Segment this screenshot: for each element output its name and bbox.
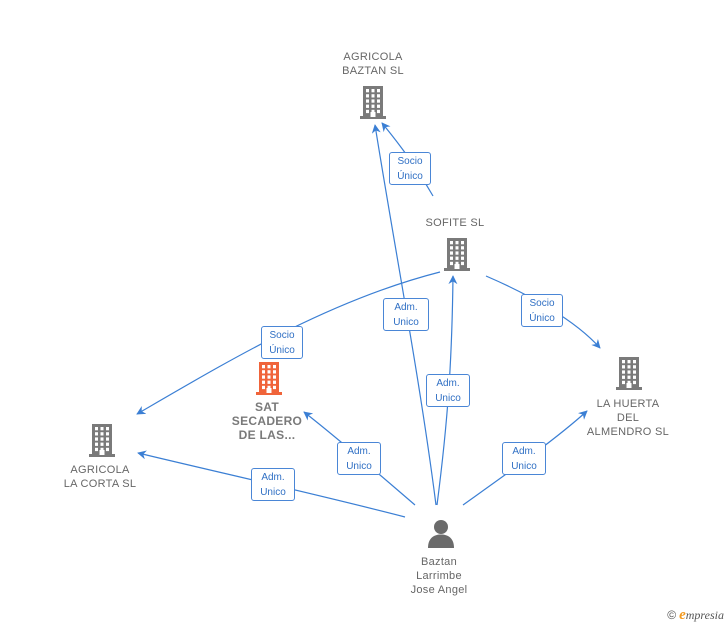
brand-watermark: ©empresia [667, 607, 724, 624]
edge-label[interactable]: Adm. Unico [426, 374, 470, 407]
edge-label[interactable]: Socio Único [521, 294, 563, 327]
edge-label[interactable]: Adm. Unico [251, 468, 295, 501]
node-sat-secadero-icon-wrap[interactable] [254, 361, 284, 400]
building-icon [444, 238, 470, 271]
brand-logo-initial: e [679, 607, 686, 623]
person-icon [428, 520, 454, 548]
copyright-symbol: © [667, 608, 677, 622]
edge-label[interactable]: Adm. Unico [383, 298, 429, 331]
node-label[interactable]: LA HUERTA DEL ALMENDRO SL [586, 398, 670, 438]
node-la-huerta-icon-wrap[interactable] [614, 356, 644, 395]
node-label[interactable]: SAT SECADERO DE LAS... [231, 400, 303, 442]
edge-label[interactable]: Socio Único [261, 326, 303, 359]
building-icon [360, 86, 386, 119]
building-icon [616, 357, 642, 390]
edge-label[interactable]: Socio Único [389, 152, 431, 185]
node-label[interactable]: Baztan Larrimbe Jose Angel [410, 556, 468, 596]
node-label[interactable]: AGRICOLA BAZTAN SL [342, 51, 404, 77]
edge-label[interactable]: Adm. Unico [502, 442, 546, 475]
building-icon [89, 424, 115, 457]
node-agricola-corta-icon-wrap[interactable] [87, 423, 117, 462]
node-agricola-baztan-icon-wrap[interactable] [358, 85, 388, 124]
node-sofite-icon-wrap[interactable] [442, 237, 472, 276]
node-label[interactable]: AGRICOLA LA CORTA SL [63, 464, 137, 490]
node-label[interactable]: SOFITE SL [425, 217, 485, 229]
edge-label[interactable]: Adm. Unico [337, 442, 381, 475]
building-icon [256, 362, 282, 395]
brand-logo-text: mpresia [685, 608, 724, 622]
node-baztan-person-icon-wrap[interactable] [426, 519, 456, 554]
